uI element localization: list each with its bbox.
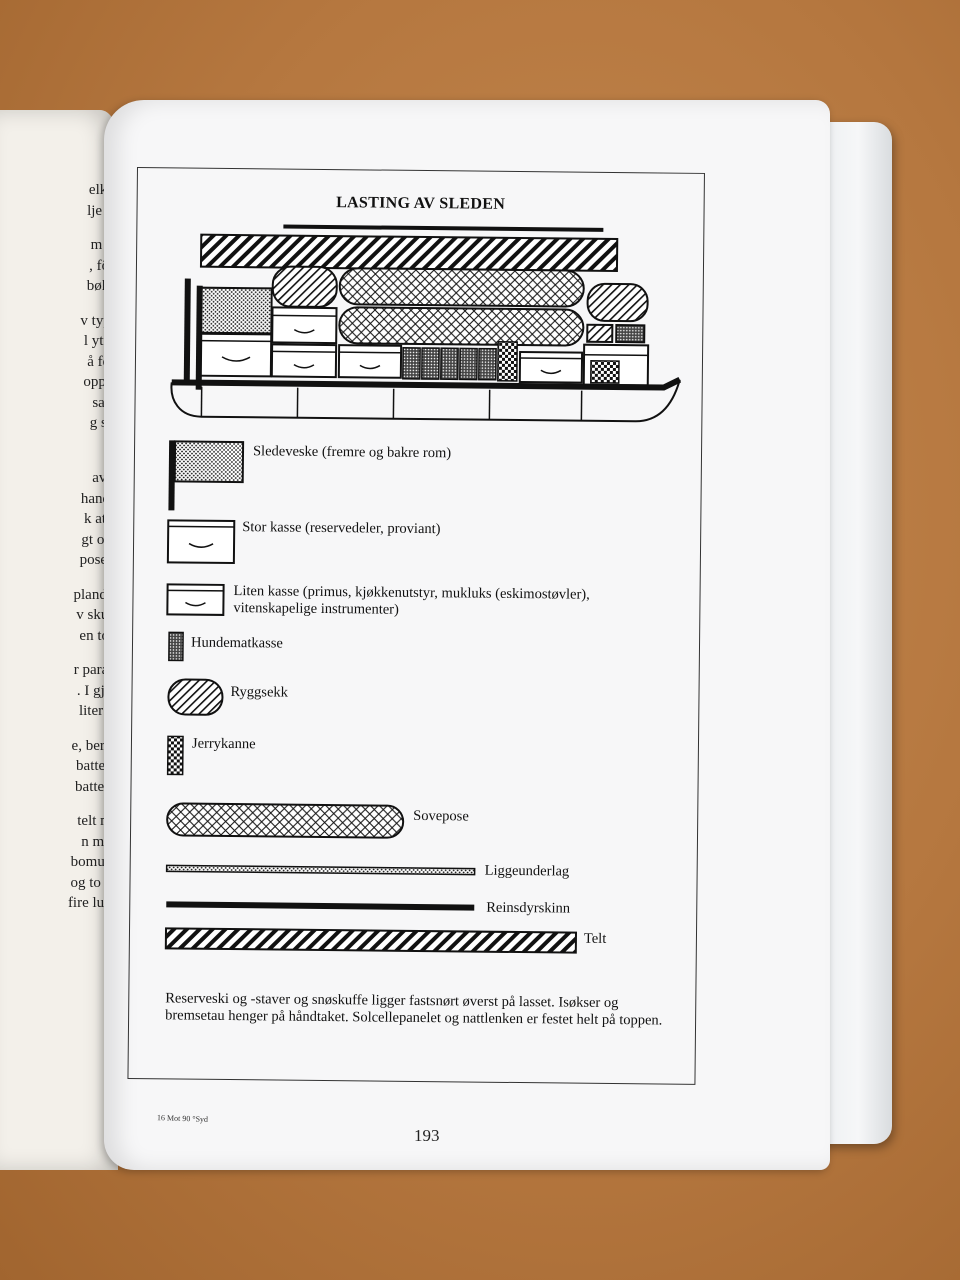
page-number: 193 (414, 1126, 440, 1145)
legend-hundematkasse: Hundematkasse (190, 634, 283, 652)
legend-stor-kasse: Stor kasse (reservedeler, proviant) (242, 519, 441, 538)
legend-telt: Telt (583, 930, 607, 947)
legend-ryggsekk: Ryggsekk (230, 684, 289, 701)
legend-liggeunderlag: Liggeunderlag (484, 862, 570, 880)
legend-sovepose: Sovepose (413, 807, 469, 825)
legend-sledeveske: Sledeveske (fremre og bakre rom) (252, 443, 452, 462)
diagram-frame: LASTING AV SLEDEN (127, 167, 705, 1085)
legend-liten-kasse: Liten kasse (primus, kjøkkenutstyr, mukl… (233, 583, 590, 621)
legend-reinsdyrskinn: Reinsdyrskinn (486, 899, 571, 917)
diagram-note: Reserveski og -staver og snøskuffe ligge… (165, 990, 663, 1029)
legend-symbols (164, 440, 578, 954)
legend-jerrykanne: Jerrykanne (191, 735, 256, 753)
left-page: elk oglje av-m un-, fôretbøker,v typenl … (0, 110, 118, 1170)
footer-tag: 16 Mot 90 °Syd (156, 1113, 209, 1124)
sled-illustration (170, 224, 682, 423)
